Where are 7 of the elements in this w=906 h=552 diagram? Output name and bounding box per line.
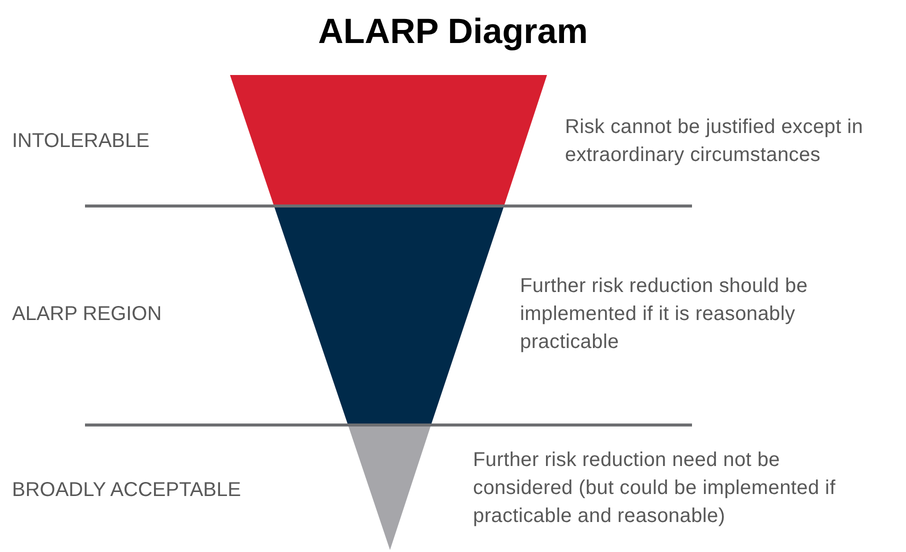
zone-label: BROADLY ACCEPTABLE [12, 478, 241, 502]
zone-description: Further risk reduction need not be considered (but could be implemented if practicable and reasonable) [473, 448, 836, 529]
diagram-title: ALARP Diagram [318, 11, 588, 53]
zone-label: ALARP REGION [12, 302, 162, 326]
zone-label: INTOLERABLE [12, 129, 150, 153]
zone-description: Risk cannot be justified except in extraordinary circumstances [565, 115, 864, 168]
zone-description: Further risk reduction should be implemented if it is reasonably practicable [520, 274, 809, 355]
